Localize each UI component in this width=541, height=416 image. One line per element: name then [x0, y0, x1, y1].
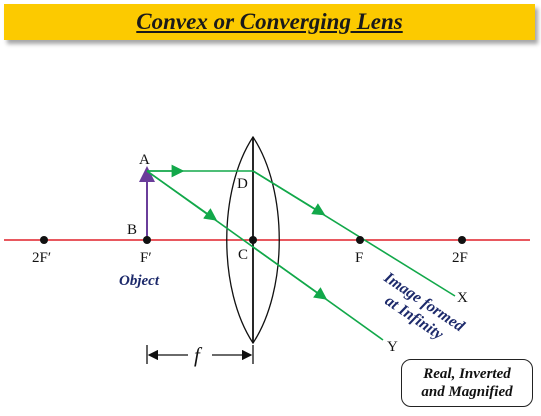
- point-2f-right: [458, 236, 466, 244]
- point-c: [249, 236, 257, 244]
- label-2f-right: 2F: [452, 250, 468, 266]
- label-f-right: F: [355, 250, 363, 266]
- label-c: C: [238, 247, 248, 263]
- ray-refracted-x-arrow: [252, 170, 326, 216]
- label-f-left: F′: [140, 250, 152, 266]
- label-object: Object: [119, 273, 160, 289]
- point-f-right: [356, 236, 364, 244]
- image-nature-line2: and Magnified: [421, 384, 513, 400]
- label-x: X: [457, 290, 468, 306]
- label-focal-length: f: [194, 343, 203, 367]
- image-nature-line1: Real, Inverted: [423, 366, 511, 382]
- ray-center-arrow-2: [252, 246, 328, 300]
- label-y: Y: [387, 339, 398, 355]
- label-a: A: [139, 152, 150, 168]
- point-2f-left: [40, 236, 48, 244]
- label-2f-left: 2F′: [32, 250, 51, 266]
- page-title: Convex or Converging Lens: [136, 9, 403, 34]
- label-d: D: [237, 176, 248, 192]
- point-f-left: [143, 236, 151, 244]
- title-banner: Convex or Converging Lens: [4, 4, 535, 40]
- ray-center-arrow-1: [146, 170, 218, 221]
- image-nature-box: Real, Inverted and Magnified: [401, 359, 533, 407]
- label-b: B: [127, 222, 137, 238]
